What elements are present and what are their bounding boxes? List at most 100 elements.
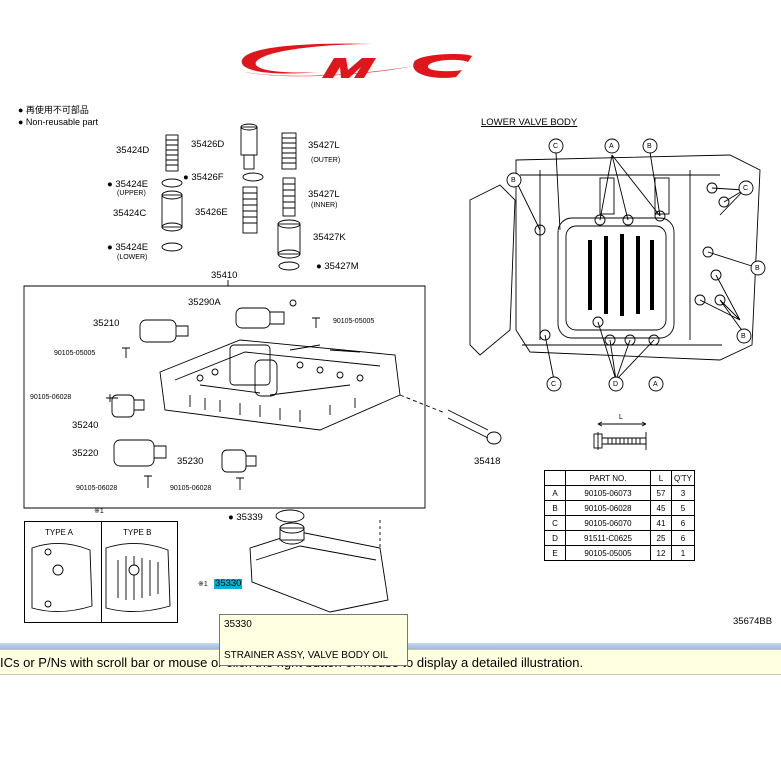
table-header-row: PART NO. L Q'TY	[544, 470, 695, 486]
label-35426d[interactable]: 35426D	[191, 139, 225, 150]
label-90105-06028-b[interactable]: 90105-06028	[76, 485, 118, 492]
valve-35427k[interactable]	[277, 219, 301, 259]
spring-35424d[interactable]	[165, 134, 179, 172]
solenoid-35240[interactable]	[111, 394, 145, 418]
label-35410[interactable]: 35410	[211, 270, 238, 281]
label-35210[interactable]: 35210	[93, 318, 120, 329]
dimension-l-label: L	[619, 414, 623, 421]
label-35424e-upper[interactable]: ● 35424E	[107, 179, 149, 190]
label-90105-05005-a[interactable]: 90105-05005	[54, 350, 96, 357]
table-cell: 12	[650, 545, 672, 561]
label-35230[interactable]: 35230	[177, 456, 204, 467]
callout-d-1: D	[613, 381, 619, 388]
table-row[interactable]: A 90105-06073 57 3	[544, 485, 695, 501]
figure-id: 35674BB	[733, 616, 773, 627]
table-cell: 25	[650, 530, 672, 546]
label-35220[interactable]: 35220	[72, 448, 99, 459]
spring-35427l-inner[interactable]	[282, 177, 296, 217]
oring-35426f[interactable]	[242, 172, 264, 182]
label-35427k[interactable]: 35427K	[313, 232, 346, 243]
callout-b-1: B	[647, 143, 652, 150]
table-cell: 3	[671, 485, 695, 501]
table-cell: 41	[650, 515, 672, 531]
spring-35426e[interactable]	[242, 186, 258, 234]
parts-diagram	[23, 123, 766, 613]
table-cell[interactable]: 90105-06073	[565, 485, 651, 501]
spring-35427l-outer[interactable]	[281, 132, 297, 170]
type-b-sketch	[105, 543, 171, 613]
label-90105-06028-a[interactable]: 90105-06028	[30, 394, 72, 401]
solenoid-35290a[interactable]	[235, 299, 297, 329]
cmc-logo	[241, 43, 472, 78]
bolt-90105-06028-b[interactable]	[144, 475, 152, 488]
table-cell: 5	[671, 500, 695, 516]
callout-c-3: C	[551, 381, 557, 388]
lower-valve-body-title: LOWER VALVE BODY	[481, 117, 578, 128]
label-35424e-lower[interactable]: ● 35424E	[107, 242, 149, 253]
label-35426e[interactable]: 35426E	[195, 207, 228, 218]
label-35427l-inner[interactable]: 35427L	[308, 189, 340, 200]
label-90105-06028-c[interactable]: 90105-06028	[170, 485, 212, 492]
strainer-35330[interactable]	[249, 520, 389, 613]
callout-b-2: B	[511, 177, 516, 184]
oring-35424e-lower[interactable]	[161, 242, 183, 252]
strainer-type-box: TYPE A TYPE B	[24, 521, 178, 623]
type-a-label: TYPE A	[45, 528, 74, 537]
table-row[interactable]: D 91511-C0625 25 6	[544, 530, 695, 546]
label-35427l-outer[interactable]: 35427L	[308, 140, 340, 151]
table-header: L	[650, 470, 672, 486]
callout-a-1: A	[609, 143, 614, 150]
label-35330[interactable]: 35330	[214, 578, 243, 589]
table-header	[544, 470, 566, 486]
label-35290a[interactable]: 35290A	[188, 297, 221, 308]
label-35240[interactable]: 35240	[72, 420, 99, 431]
bolt-90105-05005-b[interactable]	[312, 317, 320, 328]
table-cell[interactable]: 90105-06028	[565, 500, 651, 516]
label-35424c[interactable]: 35424C	[113, 208, 147, 219]
tooltip-part-number: 35330	[224, 619, 252, 630]
valve-35426d[interactable]	[240, 123, 258, 170]
tooltip-part-name: STRAINER ASSY, VALVE BODY OIL	[224, 650, 389, 661]
type-box-divider	[101, 522, 102, 622]
part-tooltip: 35330 STRAINER ASSY, VALVE BODY OIL	[219, 614, 408, 666]
solenoid-35220[interactable]	[113, 439, 167, 467]
table-cell[interactable]: 90105-06070	[565, 515, 651, 531]
label-35427m[interactable]: ● 35427M	[316, 261, 359, 272]
label-90105-05005-b[interactable]: 90105-05005	[333, 318, 375, 325]
callout-circles	[506, 138, 766, 392]
callout-b-3: B	[755, 265, 760, 272]
bolt-90105-05005-a[interactable]	[122, 347, 130, 358]
bolt-90105-06028-a[interactable]	[106, 394, 118, 402]
table-cell[interactable]: 90105-05005	[565, 545, 651, 561]
lower-valve-body[interactable]	[469, 154, 761, 361]
plug-35424c[interactable]	[161, 190, 183, 232]
valve-body[interactable]	[159, 339, 401, 431]
manual-valve-35418[interactable]	[399, 394, 502, 445]
label-35339[interactable]: ● 35339	[228, 512, 263, 523]
table-row[interactable]: C 90105-06070 41 6	[544, 515, 695, 531]
callout-c-1: C	[553, 143, 559, 150]
label-mark1-a: ※1	[94, 508, 104, 515]
bolt-90105-06028-c[interactable]	[236, 477, 244, 490]
table-cell: 6	[671, 515, 695, 531]
table-row[interactable]: B 90105-06028 45 5	[544, 500, 695, 516]
table-cell: D	[544, 530, 566, 546]
legend-non-reusable-jp: ● 再使用不可部品	[18, 105, 89, 115]
callout-b-4: B	[741, 333, 746, 340]
label-35424d[interactable]: 35424D	[116, 145, 150, 156]
table-cell[interactable]: 91511-C0625	[565, 530, 651, 546]
table-cell: C	[544, 515, 566, 531]
table-cell: 45	[650, 500, 672, 516]
oring-35424e-upper[interactable]	[161, 178, 183, 188]
gasket-35339[interactable]	[275, 509, 305, 523]
solenoid-35210[interactable]	[139, 319, 189, 343]
assembly-frame-35410	[23, 285, 426, 509]
table-row[interactable]: E 90105-05005 12 1	[544, 545, 695, 561]
label-upper: (UPPER)	[117, 190, 146, 197]
label-inner: (INNER)	[311, 202, 338, 209]
solenoid-35230[interactable]	[221, 449, 257, 473]
label-35426f[interactable]: ● 35426F	[183, 172, 224, 183]
oring-35427m[interactable]	[278, 261, 300, 271]
table-cell: E	[544, 545, 566, 561]
label-35418[interactable]: 35418	[474, 456, 501, 467]
